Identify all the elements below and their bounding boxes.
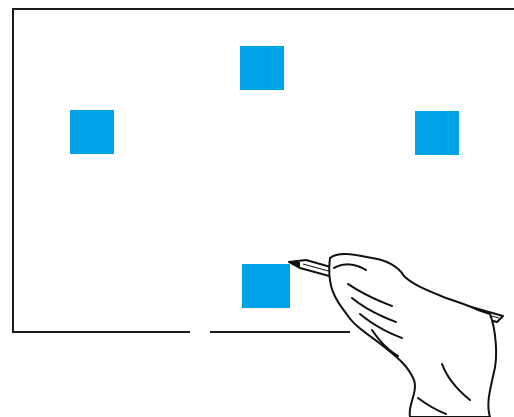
touch-target-bottom[interactable] [242,264,290,308]
touch-target-top[interactable] [240,46,284,90]
touch-target-left[interactable] [70,110,114,154]
touch-target-right[interactable] [415,111,459,155]
